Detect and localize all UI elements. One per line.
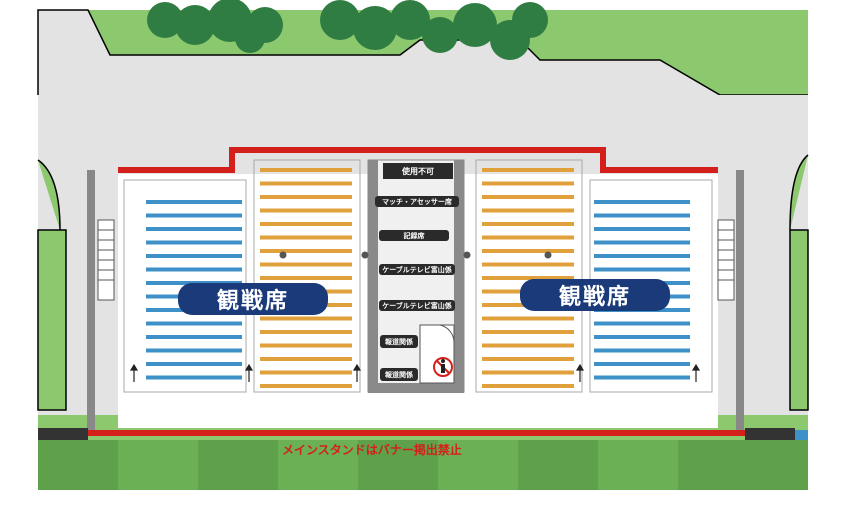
post bbox=[463, 251, 471, 259]
seat-row bbox=[260, 370, 352, 375]
record-seat-label: 記録席 bbox=[379, 230, 449, 241]
main-stand-front-line bbox=[85, 430, 745, 436]
road-lower bbox=[38, 95, 808, 170]
seat-row bbox=[260, 222, 352, 226]
pitch-stripe bbox=[598, 440, 678, 490]
seat-row bbox=[482, 384, 574, 388]
seat-row bbox=[146, 254, 242, 258]
seat-row bbox=[260, 235, 352, 240]
seat-rows bbox=[146, 168, 690, 388]
left-curve bbox=[37, 159, 61, 231]
seat-row bbox=[260, 357, 352, 361]
seat-row bbox=[260, 330, 352, 334]
seat-row bbox=[594, 321, 690, 326]
seat-row bbox=[146, 335, 242, 339]
seat-row bbox=[260, 168, 352, 172]
seat-row bbox=[260, 195, 352, 199]
seat-row bbox=[482, 168, 574, 172]
seat-row bbox=[482, 235, 574, 240]
tree-icon bbox=[147, 0, 548, 60]
right-curve bbox=[789, 154, 809, 231]
seat-row bbox=[146, 375, 242, 380]
seat-row bbox=[594, 348, 690, 353]
cable-tv-label-1: ケーブルテレビ富山係 bbox=[379, 264, 455, 275]
road-edge bbox=[37, 9, 808, 96]
seat-row bbox=[146, 348, 242, 353]
seat-row bbox=[482, 181, 574, 186]
seat-row bbox=[146, 200, 242, 204]
cable-tv-label-2: ケーブルテレビ富山係 bbox=[379, 300, 455, 311]
banner-notice: メインスタンドはバナー掲出禁止 bbox=[282, 443, 462, 457]
pitch-stripe bbox=[278, 440, 358, 490]
seat-row bbox=[594, 200, 690, 204]
seat-row bbox=[260, 181, 352, 186]
center-block bbox=[367, 159, 465, 393]
wall-right bbox=[736, 170, 744, 430]
match-assessor-seat-label: マッチ・アセッサー席 bbox=[375, 196, 459, 207]
seat-row bbox=[594, 254, 690, 258]
seat-row bbox=[594, 362, 690, 366]
seat-row bbox=[260, 343, 352, 348]
seat-row bbox=[482, 343, 574, 348]
seat-row bbox=[594, 335, 690, 339]
seat-row bbox=[482, 208, 574, 213]
seat-row bbox=[482, 370, 574, 375]
seating-label-right: 観戦席 bbox=[520, 279, 670, 311]
no-entry-person-icon bbox=[433, 357, 453, 377]
seat-row bbox=[594, 227, 690, 231]
seat-row bbox=[146, 267, 242, 272]
seat-row bbox=[482, 330, 574, 334]
side-green-right bbox=[789, 229, 809, 411]
seating-label-left: 観戦席 bbox=[178, 283, 328, 315]
post bbox=[361, 251, 369, 259]
seat-row bbox=[146, 240, 242, 245]
seat-row bbox=[260, 262, 352, 267]
seat-row bbox=[594, 240, 690, 245]
seat-row bbox=[260, 316, 352, 321]
seat-row bbox=[482, 262, 574, 267]
up-arrow-icon bbox=[129, 363, 701, 382]
seat-row bbox=[146, 227, 242, 231]
gate-right bbox=[745, 428, 795, 440]
seat-row bbox=[146, 321, 242, 326]
seat-row bbox=[594, 267, 690, 272]
seat-row bbox=[482, 357, 574, 361]
post bbox=[544, 251, 552, 259]
seat-row bbox=[482, 249, 574, 253]
seat-row bbox=[146, 362, 242, 366]
seat-row bbox=[260, 384, 352, 388]
seat-row bbox=[482, 316, 574, 321]
seat-row bbox=[260, 208, 352, 213]
press-label-2: 報道関係 bbox=[380, 368, 418, 381]
seat-row bbox=[260, 276, 352, 280]
press-label-1: 報道関係 bbox=[380, 335, 418, 348]
seat-row bbox=[594, 375, 690, 380]
gate-left bbox=[38, 428, 88, 440]
not-usable-label: 使用不可 bbox=[383, 163, 453, 179]
seat-row bbox=[146, 213, 242, 218]
stair-icon bbox=[97, 219, 735, 301]
gate-blue bbox=[795, 430, 808, 442]
post bbox=[279, 251, 287, 259]
pitch-stripe bbox=[438, 440, 518, 490]
side-green-left bbox=[37, 229, 67, 411]
seat-row bbox=[260, 249, 352, 253]
seat-row bbox=[482, 222, 574, 226]
seat-row bbox=[594, 213, 690, 218]
seat-row bbox=[482, 195, 574, 199]
wall-left bbox=[87, 170, 95, 430]
pitch-stripe bbox=[118, 440, 198, 490]
stand-outline bbox=[118, 147, 718, 173]
seat-row bbox=[482, 276, 574, 280]
